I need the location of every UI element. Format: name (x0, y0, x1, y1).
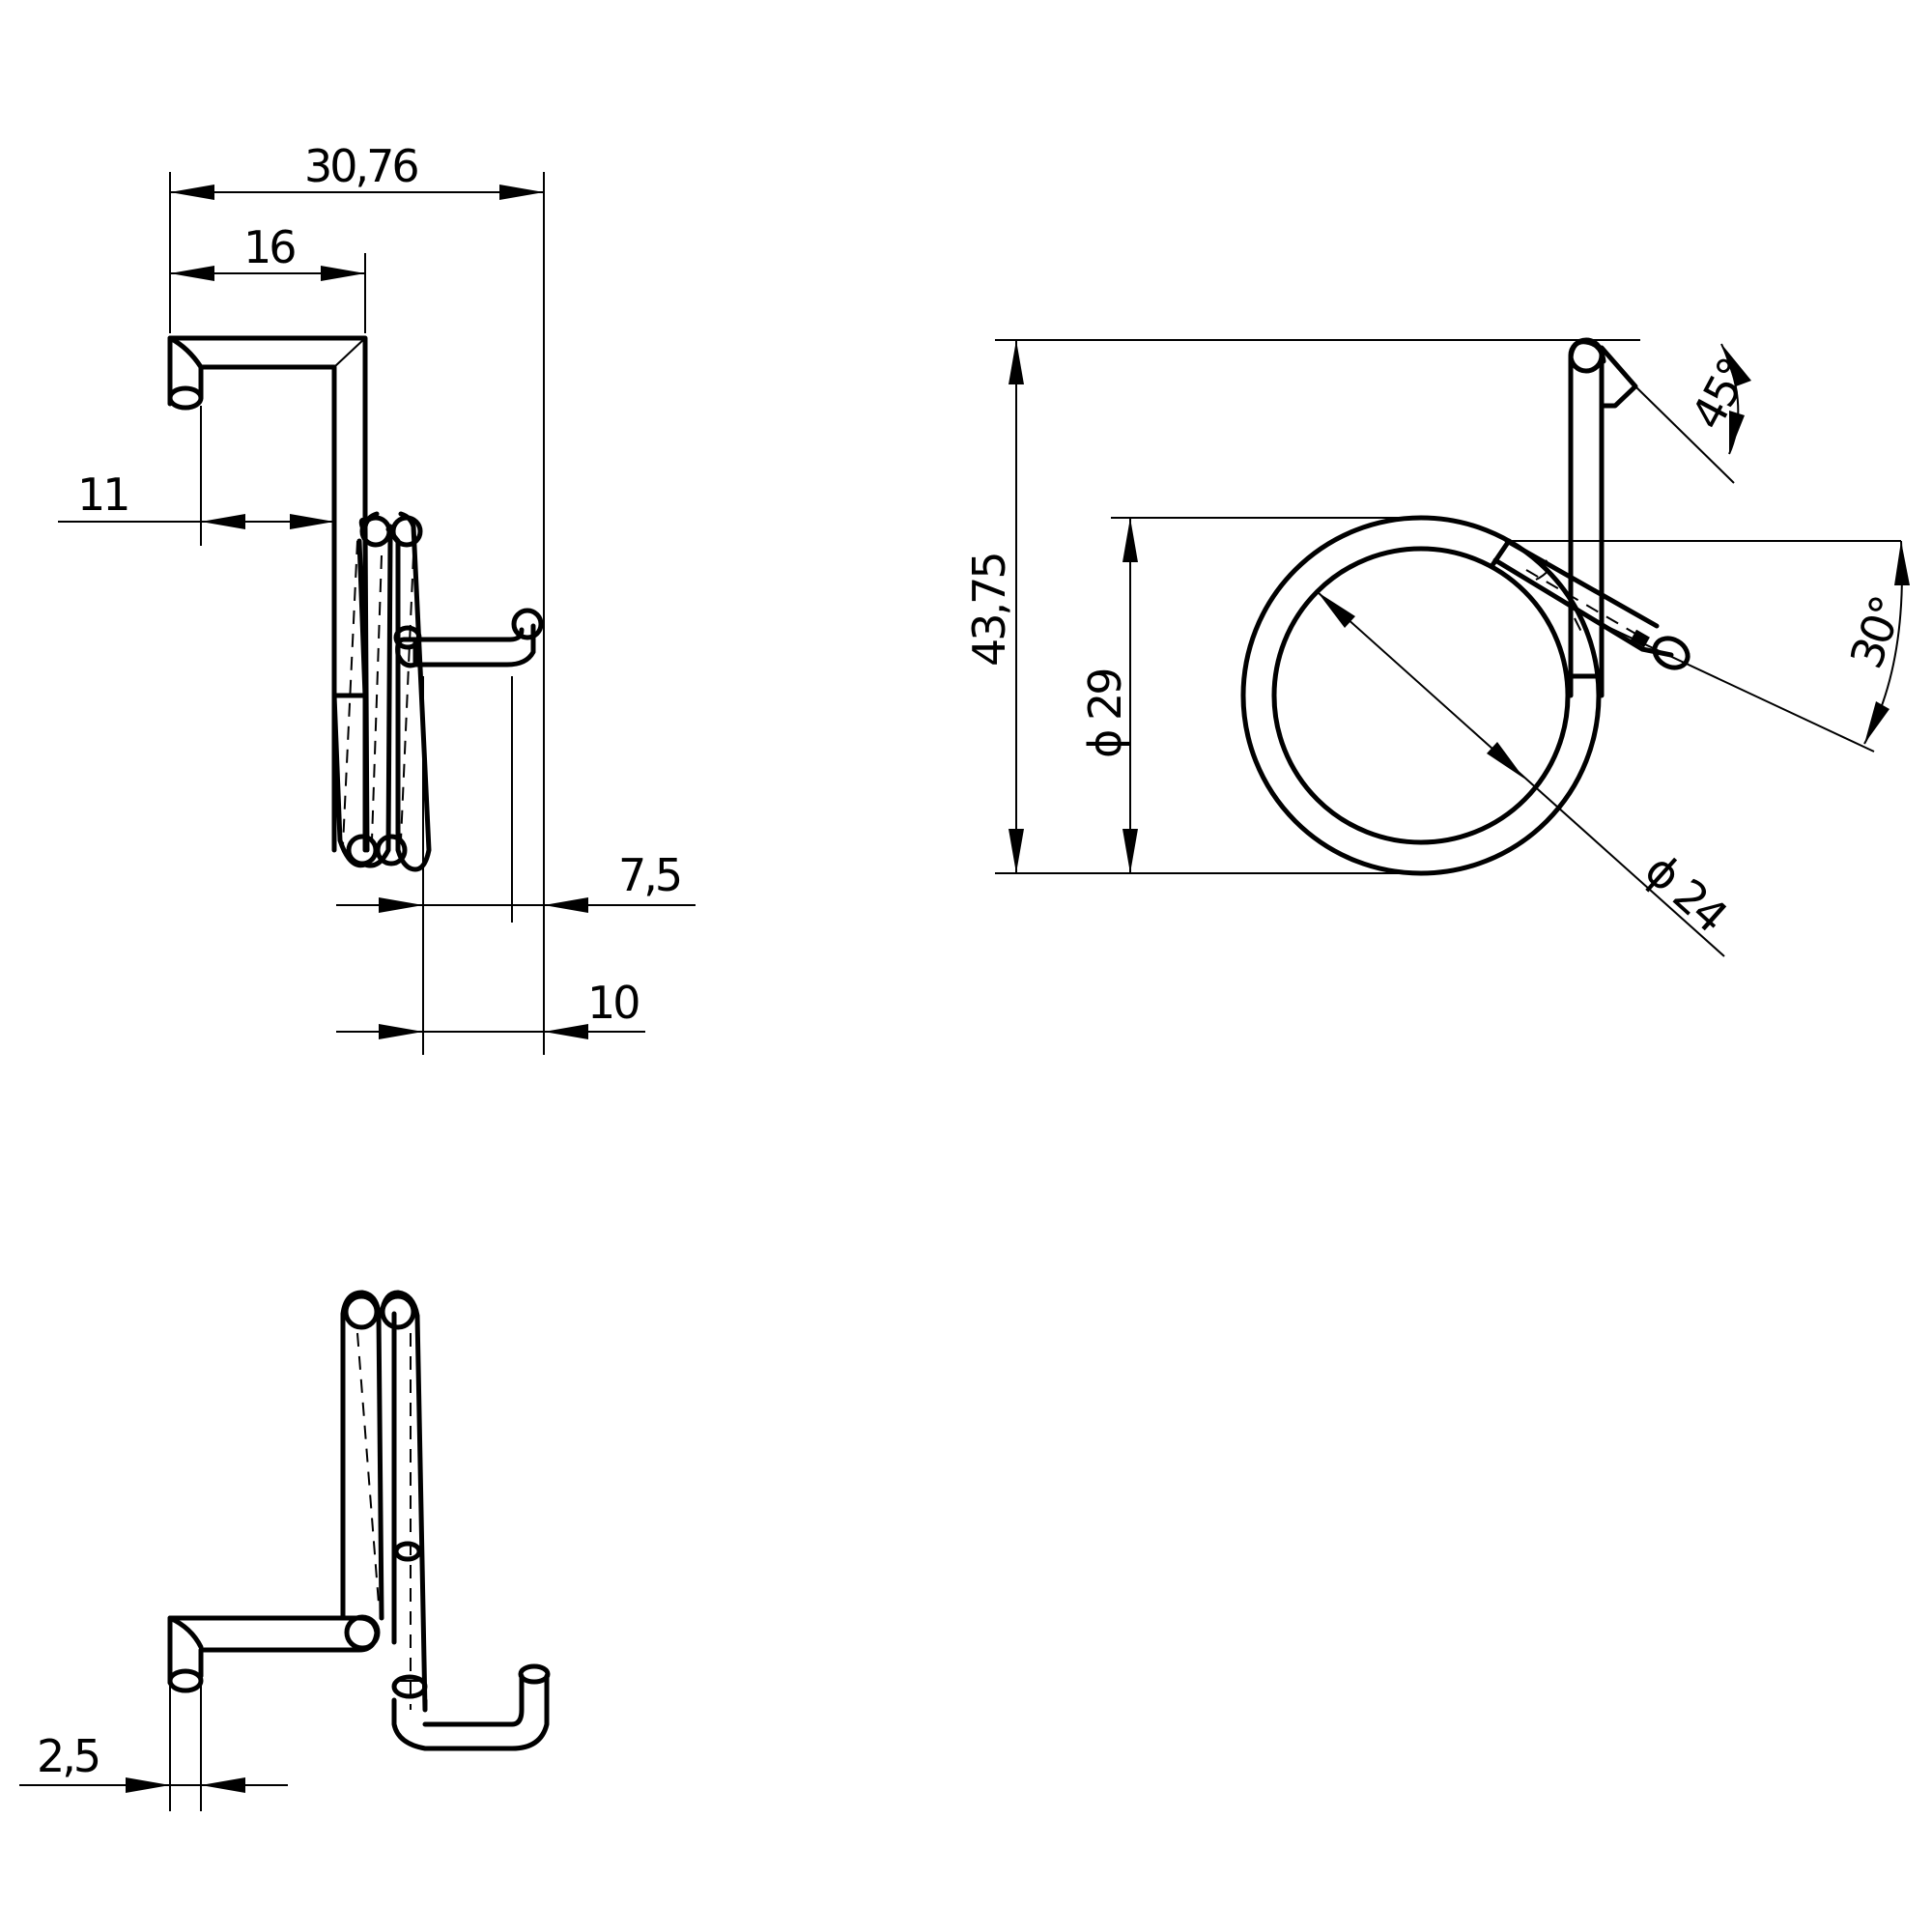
front-hook-start (393, 625, 422, 650)
top-view-hook (391, 1673, 550, 1751)
side-arm-hidden (1525, 559, 1643, 639)
side-leg-end (1568, 337, 1605, 374)
dim-phi-29-label: ϕ 29 (1079, 669, 1131, 758)
top-view-dimensions: 2,5 (19, 1686, 288, 1811)
dim-30-76-arrow-right (499, 185, 544, 200)
dim-11-label: 11 (77, 469, 128, 521)
dim-2-5-label: 2,5 (37, 1730, 99, 1782)
front-coil-top-1 (359, 515, 392, 548)
top-view-coil-top-2 (380, 1293, 416, 1330)
side-view (1240, 337, 1690, 876)
top-view-hook-start (391, 1674, 428, 1699)
front-top-arm (167, 335, 368, 853)
side-dimensions: 43,75 ϕ 29 ϕ 24 45° 30° (963, 339, 1913, 957)
top-view-arm-end-cap (167, 1668, 204, 1693)
side-vertical-leg (1568, 339, 1606, 698)
dim-10-label: 10 (587, 977, 639, 1029)
front-hook-end (511, 608, 544, 640)
front-coil-bottom-2 (375, 834, 408, 867)
dim-45-ref-line (1634, 385, 1735, 484)
dim-30-76-label: 30,76 (304, 140, 417, 192)
top-view-arm-end (167, 1615, 204, 1650)
dim-43-75-label: 43,75 (963, 554, 1015, 667)
top-view-hook-end (518, 1663, 551, 1685)
coil-outer-circle (1240, 515, 1602, 876)
front-coil-bottom-1 (346, 834, 379, 867)
dim-phi-24-label: ϕ 24 (1635, 843, 1737, 942)
coil-inner-circle (1271, 546, 1571, 845)
top-view-coil-cross (393, 1541, 422, 1562)
side-leg-bevel (1599, 345, 1638, 409)
dim-7-5-label: 7,5 (618, 849, 680, 901)
top-view (167, 1290, 551, 1751)
front-dimensions: 30,76 16 11 7,5 10 (58, 140, 696, 1055)
dim-45-label: 45° (1681, 352, 1760, 438)
top-view-coil-top-1 (343, 1293, 380, 1330)
dim-30-76-arrow-left (170, 185, 214, 200)
side-arm-base (1490, 538, 1512, 568)
front-arm-end-cap (167, 385, 204, 411)
front-arm-edge (333, 337, 366, 368)
side-arm-end (1652, 636, 1690, 670)
front-coil-top-2 (390, 515, 423, 548)
top-view-arm-joint (344, 1614, 381, 1651)
dim-16-label: 16 (243, 221, 295, 273)
dim-30-ref-angled (1601, 623, 1875, 753)
top-view-coil-hidden (356, 1332, 412, 1710)
front-view (167, 335, 544, 872)
front-arm-end (167, 335, 204, 370)
front-coil-hidden (342, 540, 414, 846)
